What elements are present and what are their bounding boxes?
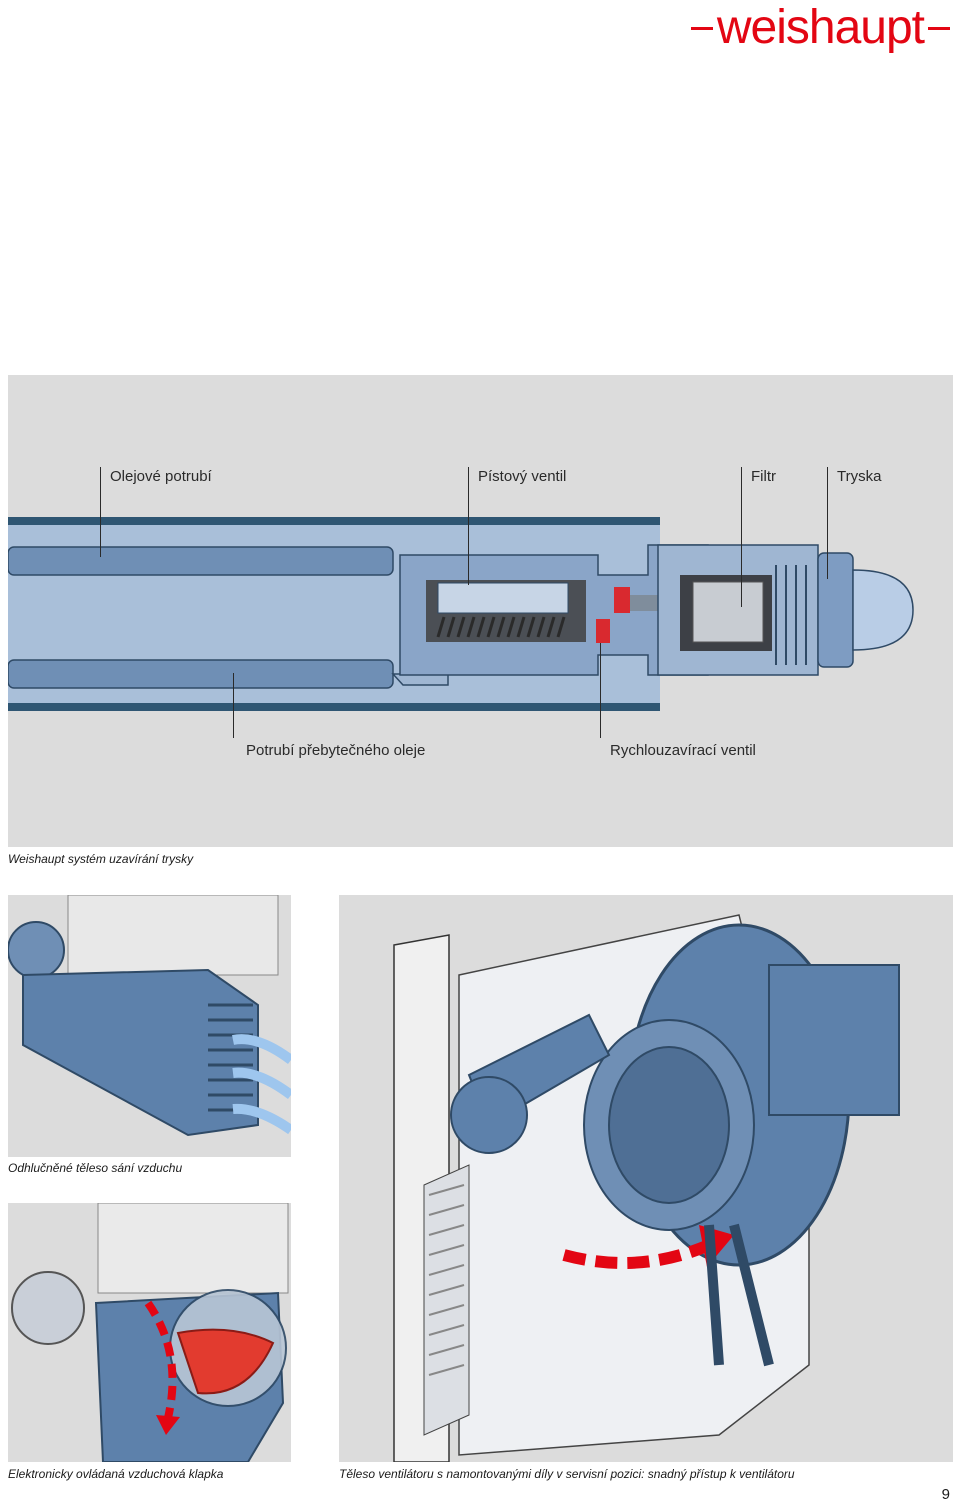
label-quick-valve: Rychlouzavírací ventil (610, 742, 756, 759)
caption-nozzle-system: Weishaupt systém uzavírání trysky (8, 852, 194, 866)
caption-damper: Elektronicky ovládaná vzduchová klapka (8, 1467, 224, 1481)
fan-illustration (393, 914, 900, 1462)
logo-dash-left (690, 26, 713, 30)
weishaupt-logo: weishaupt (690, 1, 950, 54)
damper-illustration-panel (8, 1203, 291, 1462)
intake-illustration (8, 895, 291, 1137)
leader-nozzle (827, 467, 828, 579)
fan-illustration-panel (339, 895, 953, 1462)
leader-filter (741, 467, 742, 607)
intake-illustration-panel (8, 895, 291, 1157)
page-number: 9 (941, 1486, 950, 1503)
leader-piston-valve (468, 467, 469, 585)
label-filter: Filtr (751, 468, 776, 485)
leader-return-line (233, 673, 234, 738)
leader-oil-line (100, 467, 101, 557)
logo-text: weishaupt (716, 1, 925, 54)
nozzle-cross-section (8, 517, 914, 711)
caption-intake: Odhlučněné těleso sání vzduchu (8, 1161, 183, 1175)
leader-quick-valve (600, 643, 601, 738)
label-piston-valve: Pístový ventil (478, 468, 567, 485)
logo-dash-right (928, 26, 950, 30)
nozzle-diagram-panel: Olejové potrubí Pístový ventil Filtr Try… (8, 375, 953, 866)
caption-fan: Těleso ventilátoru s namontovanými díly … (339, 1467, 795, 1481)
label-return-line: Potrubí přebytečného oleje (246, 742, 426, 759)
damper-illustration (11, 1203, 289, 1462)
label-oil-line: Olejové potrubí (110, 468, 212, 485)
label-nozzle: Tryska (837, 468, 882, 485)
